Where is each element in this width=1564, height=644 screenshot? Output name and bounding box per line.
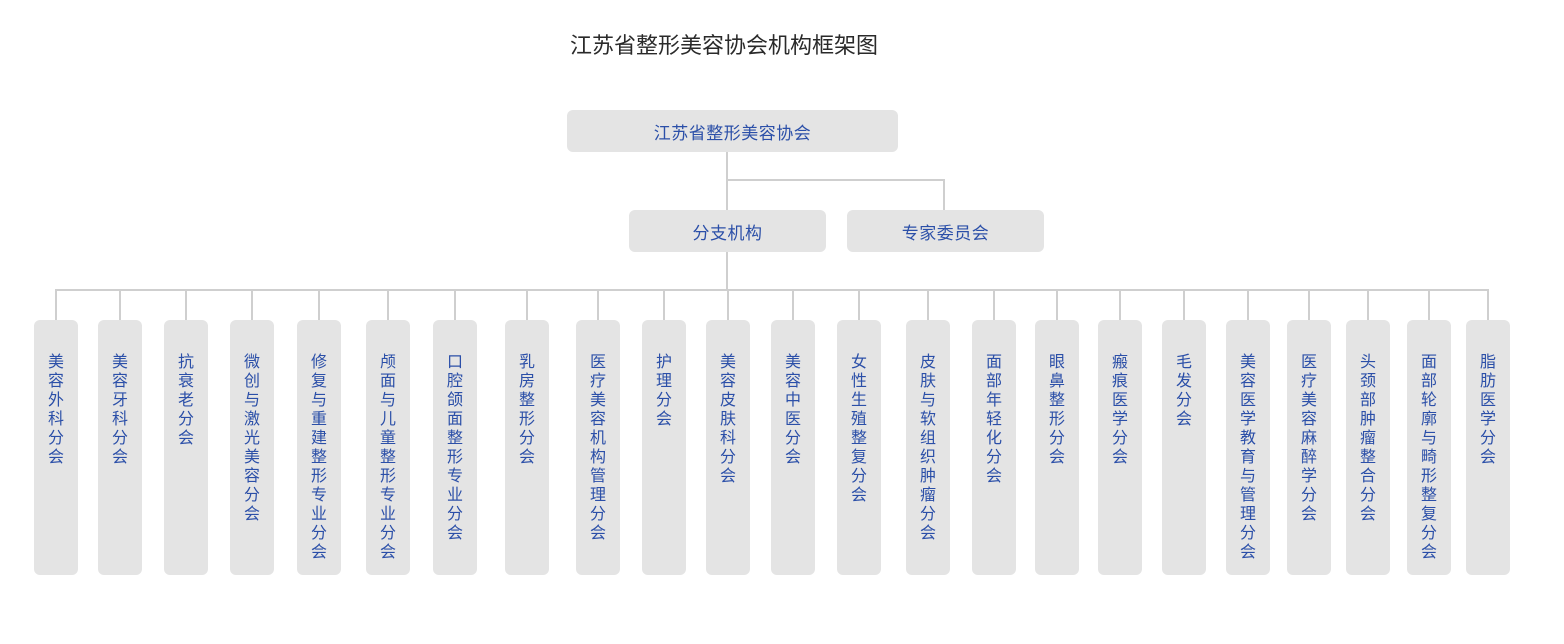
branch-node-label: 微创与激光美容分会: [243, 352, 260, 523]
branch-node: 美容外科分会: [34, 320, 78, 575]
branch-connector: [727, 289, 729, 320]
branch-connector: [1247, 289, 1249, 320]
branch-node-label: 皮肤与软组织肿瘤分会: [919, 352, 936, 542]
branch-node: 面部轮廓与畸形整复分会: [1407, 320, 1451, 575]
branch-connector: [1056, 289, 1058, 320]
connector-branch-down: [726, 252, 728, 290]
branch-node: 瘢痕医学分会: [1098, 320, 1142, 575]
branch-node-label: 美容皮肤科分会: [719, 352, 736, 485]
branch-node: 抗衰老分会: [164, 320, 208, 575]
branch-connector: [526, 289, 528, 320]
branch-connector: [993, 289, 995, 320]
branch-node: 面部年轻化分会: [972, 320, 1016, 575]
expert-committee-node: 专家委员会: [847, 210, 1044, 252]
branch-node-label: 面部年轻化分会: [985, 352, 1002, 485]
branch-node-label: 女性生殖整复分会: [850, 352, 867, 504]
branch-node-label: 医疗美容机构管理分会: [589, 352, 606, 542]
branch-connector: [185, 289, 187, 320]
connector-expert-down: [943, 179, 945, 210]
branch-node: 皮肤与软组织肿瘤分会: [906, 320, 950, 575]
branch-node: 颅面与儿童整形专业分会: [366, 320, 410, 575]
branch-connector: [251, 289, 253, 320]
branch-node: 头颈部肿瘤整合分会: [1346, 320, 1390, 575]
branch-node: 医疗美容机构管理分会: [576, 320, 620, 575]
branch-connector: [1487, 289, 1489, 320]
branch-node-label: 护理分会: [655, 352, 672, 428]
branch-connector: [55, 289, 57, 320]
connector-root-down: [726, 152, 728, 210]
branch-node: 修复与重建整形专业分会: [297, 320, 341, 575]
branch-connector: [387, 289, 389, 320]
branch-node: 美容中医分会: [771, 320, 815, 575]
root-node: 江苏省整形美容协会: [567, 110, 898, 152]
branch-node-label: 颅面与儿童整形专业分会: [379, 352, 396, 561]
connector-level2-horizontal: [726, 179, 945, 181]
branch-node-label: 瘢痕医学分会: [1111, 352, 1128, 466]
branch-node-label: 美容外科分会: [47, 352, 64, 466]
branch-connector: [454, 289, 456, 320]
branch-connector: [597, 289, 599, 320]
branch-node-label: 头颈部肿瘤整合分会: [1359, 352, 1376, 523]
branch-institutions-label: 分支机构: [692, 223, 763, 244]
branch-node-label: 脂肪医学分会: [1479, 352, 1496, 466]
branch-node: 美容医学教育与管理分会: [1226, 320, 1270, 575]
branch-node-label: 面部轮廓与畸形整复分会: [1420, 352, 1437, 561]
branch-node-label: 美容医学教育与管理分会: [1239, 352, 1256, 561]
branch-connector: [663, 289, 665, 320]
branch-node: 口腔颌面整形专业分会: [433, 320, 477, 575]
branch-node-label: 乳房整形分会: [518, 352, 535, 466]
branch-connector: [1367, 289, 1369, 320]
branch-node-label: 美容中医分会: [784, 352, 801, 466]
branch-connector: [1119, 289, 1121, 320]
branch-connector: [927, 289, 929, 320]
chart-title: 江苏省整形美容协会机构框架图: [570, 34, 879, 59]
branch-node: 美容皮肤科分会: [706, 320, 750, 575]
branch-node: 毛发分会: [1162, 320, 1206, 575]
branch-node: 女性生殖整复分会: [837, 320, 881, 575]
branch-node-label: 医疗美容麻醉学分会: [1300, 352, 1317, 523]
branch-node-label: 毛发分会: [1175, 352, 1192, 428]
branch-node-label: 口腔颌面整形专业分会: [446, 352, 463, 542]
branch-node: 乳房整形分会: [505, 320, 549, 575]
branch-connector: [1428, 289, 1430, 320]
branch-node: 医疗美容麻醉学分会: [1287, 320, 1331, 575]
branch-connector: [1308, 289, 1310, 320]
branch-connector: [792, 289, 794, 320]
branch-node-label: 美容牙科分会: [111, 352, 128, 466]
branch-connector: [318, 289, 320, 320]
branch-connector: [858, 289, 860, 320]
branch-node: 美容牙科分会: [98, 320, 142, 575]
branch-node-label: 修复与重建整形专业分会: [310, 352, 327, 561]
branch-connector: [1183, 289, 1185, 320]
branch-connector: [119, 289, 121, 320]
root-node-label: 江苏省整形美容协会: [653, 123, 812, 144]
branch-node: 眼鼻整形分会: [1035, 320, 1079, 575]
branch-node: 脂肪医学分会: [1466, 320, 1510, 575]
branch-node: 护理分会: [642, 320, 686, 575]
branch-node-label: 抗衰老分会: [177, 352, 194, 447]
branch-institutions-node: 分支机构: [629, 210, 826, 252]
branch-node: 微创与激光美容分会: [230, 320, 274, 575]
connector-branches-horizontal: [57, 289, 1489, 291]
branch-node-label: 眼鼻整形分会: [1048, 352, 1065, 466]
expert-committee-label: 专家委员会: [901, 223, 990, 244]
